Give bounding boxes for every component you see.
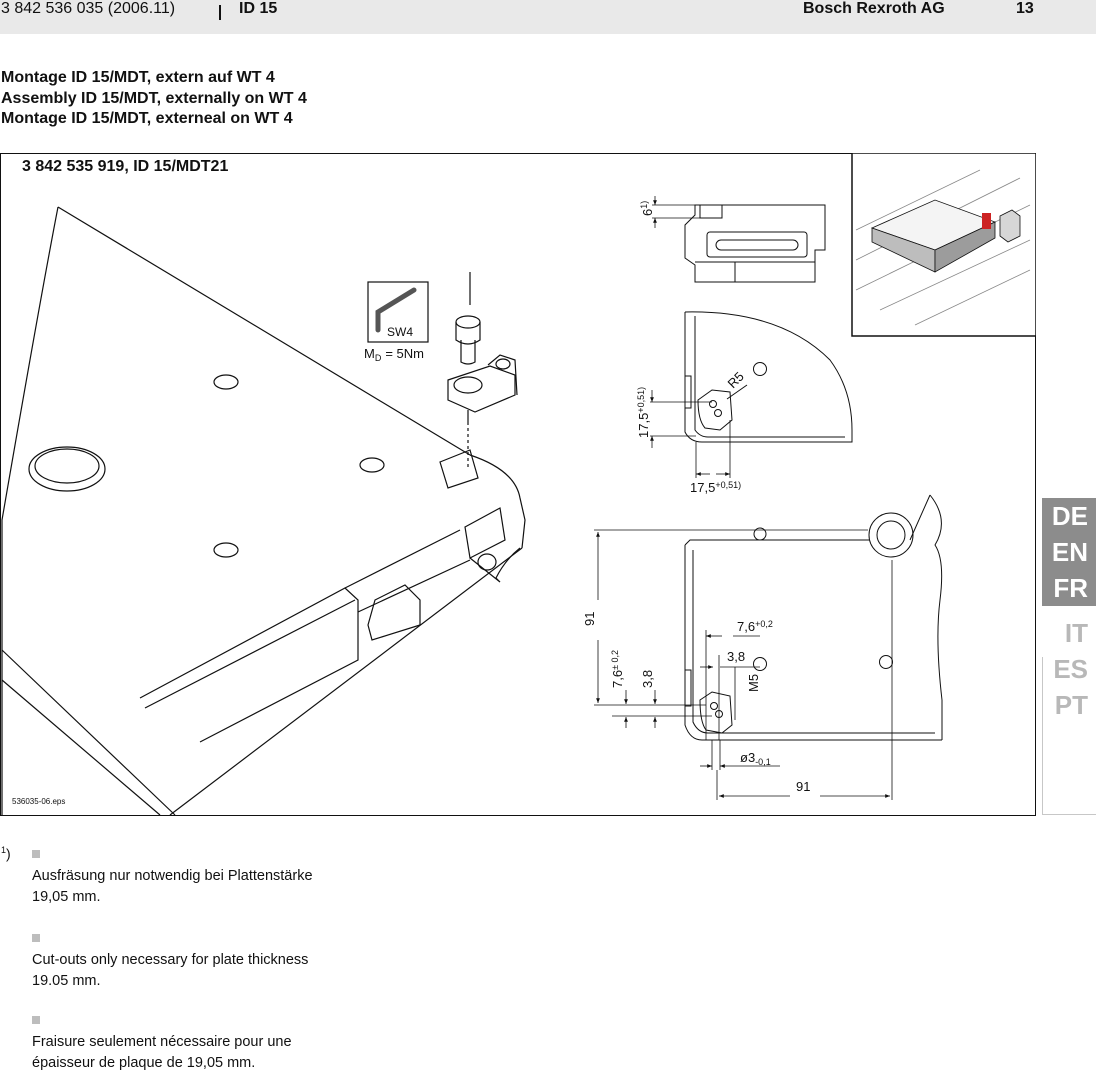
footnote-en-text: Cut-outs only necessary for plate thickn…	[32, 952, 309, 989]
lang-tab-it[interactable]: IT	[1042, 615, 1096, 651]
dimension-total-height	[594, 529, 868, 706]
figure-title: 3 842 535 919, ID 15/MDT21	[22, 158, 229, 175]
footnote-de: Ausfräsung nur notwendig bei Plattenstär…	[32, 850, 342, 908]
dim-thread: M5	[746, 674, 761, 692]
bullet-icon	[32, 1016, 40, 1024]
company-name: Bosch Rexroth AG	[803, 0, 945, 17]
lang-tab-es[interactable]: ES	[1042, 651, 1096, 687]
bullet-icon	[32, 934, 40, 942]
dimension-total-width	[716, 560, 893, 800]
lang-tab-de[interactable]: DE	[1042, 498, 1096, 534]
workpiece-carrier-plate	[1, 206, 526, 816]
language-tabs: DE EN FR IT ES PT	[1042, 498, 1096, 723]
torque-label: MD= 5Nm	[364, 346, 424, 363]
corner-detail-view	[684, 311, 853, 443]
document-number: 3 842 536 035 (2006.11)	[1, 0, 176, 17]
figure-frame	[0, 153, 1036, 816]
dim-hole-diameter: ø3-0,1	[740, 750, 771, 767]
footnote-fr: Fraisure seulement nécessaire pour une é…	[32, 1016, 342, 1074]
section-titles: Montage ID 15/MDT, extern auf WT 4 Assem…	[1, 68, 307, 130]
top-detail-view	[684, 204, 826, 283]
title-en: Assembly ID 15/MDT, externally on WT 4	[1, 89, 307, 107]
header-separator	[219, 5, 221, 20]
technical-drawing: SW4 MD= 5Nm 61)	[1, 153, 1036, 816]
dim-corner-x: 17,5+0,51)	[690, 480, 741, 495]
dim-pos-y: 7,6± 0,2	[610, 650, 625, 688]
page-number: 13	[1016, 0, 1034, 17]
mounting-screw-assembly	[367, 272, 518, 470]
lang-tab-en[interactable]: EN	[1042, 534, 1096, 570]
bullet-icon	[32, 850, 40, 858]
dim-total-height: 91	[582, 612, 597, 626]
footnote-fr-text: Fraisure seulement nécessaire pour une é…	[32, 1034, 292, 1071]
dimension-corner-x	[695, 420, 731, 478]
footnote-de-text: Ausfräsung nur notwendig bei Plattenstär…	[32, 868, 313, 905]
dimension-corner-y	[650, 390, 712, 448]
footnote-marker: 1)	[1, 845, 11, 862]
dim-offset-x: 3,8	[727, 649, 745, 664]
figure-file-id: 536035-06.eps	[12, 797, 66, 806]
document-id: ID 15	[239, 0, 278, 17]
bottom-detail-view	[684, 494, 943, 741]
lang-tab-fr[interactable]: FR	[1042, 570, 1096, 606]
lang-tab-pt[interactable]: PT	[1042, 687, 1096, 723]
dim-corner-y: 17,5+0,51)	[636, 387, 651, 438]
footnote-en: Cut-outs only necessary for plate thickn…	[32, 934, 342, 992]
dimension-top-depth	[652, 196, 720, 228]
inset-highlight-red	[982, 213, 991, 229]
dim-offset-y: 3,8	[640, 670, 655, 688]
tool-label: SW4	[387, 325, 413, 339]
language-tab-border	[1042, 657, 1096, 815]
inset-perspective-view	[851, 153, 1036, 337]
page-header: 3 842 536 035 (2006.11) ID 15 Bosch Rexr…	[0, 0, 1096, 34]
dim-total-width: 91	[796, 779, 810, 794]
title-fr: Montage ID 15/MDT, externeal on WT 4	[1, 110, 293, 127]
dim-top-depth: 61)	[639, 201, 655, 216]
dim-pos-x: 7,6+0,2	[737, 619, 773, 634]
dimension-position-y	[612, 690, 712, 728]
dimension-position-x	[700, 630, 760, 740]
title-de: Montage ID 15/MDT, extern auf WT 4	[1, 69, 275, 86]
dimension-hole-diameter	[700, 740, 780, 770]
